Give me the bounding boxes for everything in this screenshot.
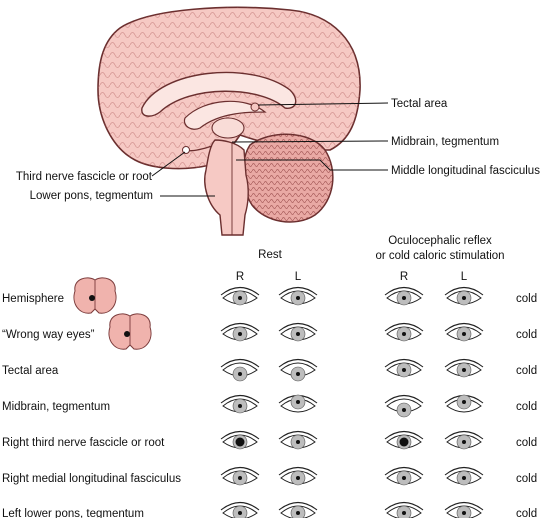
table-headers: Rest Oculocephalic reflex or cold calori… — [236, 235, 505, 283]
header-rest-left: L — [295, 271, 302, 283]
row-label: “Wrong way eyes” — [2, 329, 95, 341]
reflex-right-eye-pupil — [402, 332, 406, 336]
reflex-left-eye — [444, 286, 484, 306]
reflex-left-eye-pupil — [462, 400, 466, 404]
reflex-left-eye — [444, 501, 484, 518]
reflex-left-eye — [444, 466, 484, 486]
header-rest: Rest — [258, 249, 282, 261]
stimulus-label: cold — [516, 437, 537, 449]
header-reflex-left: L — [461, 271, 468, 283]
table-row: Right third nerve fascicle or root cold — [2, 430, 537, 450]
header-reflex-line1: Oculocephalic reflex — [388, 235, 492, 247]
reflex-left-eye — [444, 322, 484, 342]
rest-right-eye-pupil — [238, 476, 242, 480]
rest-left-eye — [278, 501, 318, 518]
rest-right-eye — [220, 501, 260, 518]
rest-right-eye-pupil — [238, 296, 242, 300]
reflex-left-eye-pupil — [462, 476, 466, 480]
stimulus-label: cold — [516, 365, 537, 377]
stimulus-label: cold — [516, 508, 537, 518]
rest-right-eye-pupil — [235, 437, 245, 447]
table-row: Left lower pons, tegmentum cold — [2, 501, 537, 518]
label-midbrain-tegmentum: Midbrain, tegmentum — [391, 136, 499, 148]
rest-right-eye-pupil — [238, 404, 242, 408]
reflex-right-eye — [384, 430, 424, 450]
rest-left-eye-pupil — [296, 372, 300, 376]
reflex-left-eye — [444, 358, 484, 378]
reflex-right-eye — [384, 286, 424, 306]
reflex-left-eye-pupil — [462, 332, 466, 336]
rest-left-eye-pupil — [296, 511, 300, 515]
row-label: Left lower pons, tegmentum — [2, 508, 144, 518]
rest-left-eye — [278, 394, 318, 413]
brain-lesion-icon — [73, 277, 117, 314]
row-label: Tectal area — [2, 365, 59, 377]
rest-left-eye-pupil — [296, 476, 300, 480]
reflex-left-eye — [444, 394, 484, 413]
brain-sagittal-illustration — [97, 6, 361, 236]
reflex-left-eye-pupil — [462, 368, 466, 372]
row-label: Midbrain, tegmentum — [2, 401, 110, 413]
reflex-right-eye-pupil — [402, 296, 406, 300]
label-lower-pons: Lower pons, tegmentum — [30, 190, 153, 202]
header-reflex-right: R — [400, 271, 408, 283]
rest-left-eye — [278, 430, 318, 450]
rest-right-eye — [220, 430, 260, 450]
reflex-right-eye — [384, 322, 424, 342]
rest-right-eye-pupil — [238, 372, 242, 376]
stimulus-label: cold — [516, 329, 537, 341]
reflex-right-eye — [384, 466, 424, 486]
rest-left-eye-pupil — [296, 332, 300, 336]
label-tectal-area: Tectal area — [391, 98, 448, 110]
rest-right-eye — [220, 358, 260, 382]
reflex-right-eye-pupil — [402, 511, 406, 515]
table-row: Hemisphere cold — [2, 277, 537, 314]
leader-lines — [151, 102, 389, 197]
brainstem — [204, 139, 249, 236]
row-label: Hemisphere — [2, 293, 64, 305]
stimulus-label: cold — [516, 473, 537, 485]
reflex-right-eye — [384, 358, 424, 378]
reflex-right-eye-pupil — [402, 476, 406, 480]
rest-left-eye — [278, 466, 318, 486]
row-label: Right third nerve fascicle or root — [2, 437, 165, 449]
label-third-nerve: Third nerve fascicle or root — [16, 171, 153, 183]
rest-left-eye — [278, 286, 318, 306]
reflex-left-eye-pupil — [462, 296, 466, 300]
table-row: “Wrong way eyes” cold — [2, 313, 537, 350]
brain-lesion-icon — [108, 313, 152, 350]
rest-left-eye-pupil — [296, 296, 300, 300]
rest-left-eye — [278, 322, 318, 342]
brain-labels: Tectal area Midbrain, tegmentum Middle l… — [16, 98, 540, 202]
reflex-right-eye-pupil — [402, 368, 406, 372]
rest-right-eye — [220, 394, 260, 414]
rest-right-eye-pupil — [238, 332, 242, 336]
stimulus-label: cold — [516, 293, 537, 305]
header-reflex-line2: or cold caloric stimulation — [375, 250, 504, 262]
row-label: Right medial longitudinal fasciculus — [2, 473, 181, 485]
stimulus-label: cold — [516, 401, 537, 413]
reflex-right-eye — [384, 394, 424, 418]
rest-right-eye-pupil — [238, 511, 242, 515]
header-rest-right: R — [236, 271, 244, 283]
table-row: Midbrain, tegmentum cold — [2, 394, 537, 418]
reflex-right-eye — [384, 501, 424, 518]
corpus-callosum — [141, 71, 297, 117]
table-row: Right medial longitudinal fasciculus cold — [2, 466, 537, 486]
reflex-right-eye-pupil — [399, 437, 409, 447]
rest-right-eye — [220, 322, 260, 342]
rest-right-eye — [220, 286, 260, 306]
rest-left-eye — [278, 358, 318, 382]
rest-right-eye — [220, 466, 260, 486]
rest-left-eye-pupil — [296, 440, 300, 444]
table-row: Tectal area cold — [2, 358, 537, 382]
reflex-left-eye — [444, 430, 484, 450]
label-middle-longitudinal-fasciculus: Middle longitudinal fasciculus — [391, 165, 540, 177]
reflex-right-eye-pupil — [402, 408, 406, 412]
reflex-left-eye-pupil — [462, 511, 466, 515]
reflex-left-eye-pupil — [462, 440, 466, 444]
rest-left-eye-pupil — [296, 400, 300, 404]
